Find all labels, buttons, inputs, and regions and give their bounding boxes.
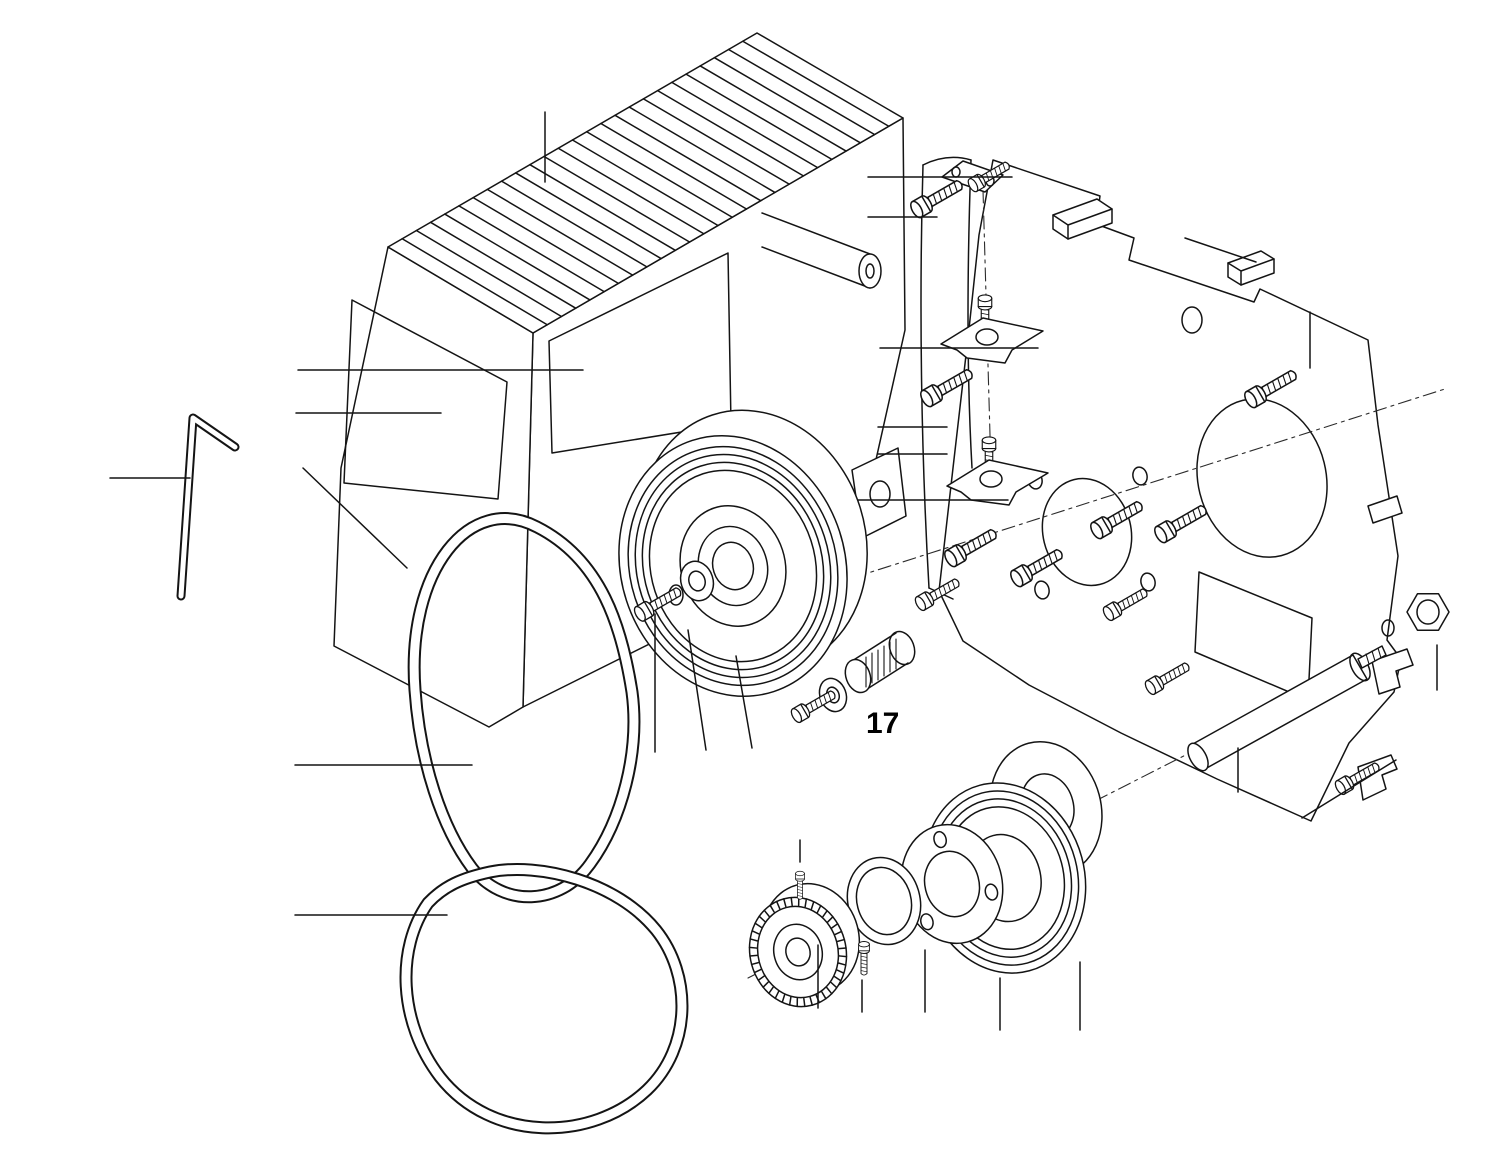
clutch-pulley: [618, 409, 868, 697]
screw: [907, 175, 967, 221]
housing-left-face: [333, 246, 534, 728]
plate-side-tab: [1367, 495, 1403, 524]
screw: [858, 941, 870, 976]
drive-belt: [399, 512, 689, 1135]
clamp-bracket-upper: [940, 294, 1044, 364]
plate-bracket-right: [1371, 648, 1414, 695]
gear-teeth: [748, 896, 848, 1008]
hex-nut: [1406, 593, 1450, 631]
mount-boss: [761, 212, 882, 289]
pulley-shaft: [679, 560, 715, 602]
spacer-part-17: [788, 630, 916, 725]
allen-key: [176, 413, 240, 601]
plate-center-hole: [1041, 477, 1133, 587]
leader-lines: [109, 111, 1438, 1031]
plate-large-hole: [1196, 398, 1328, 558]
inspection-window: [343, 299, 508, 500]
hub-flange: [900, 823, 1004, 945]
clamp-bracket-lower: [946, 436, 1049, 506]
cooling-ribs: [401, 40, 890, 326]
support-rod: [1187, 645, 1387, 772]
part-label-17: 17: [866, 707, 899, 740]
rotor-gear: [748, 882, 861, 1008]
